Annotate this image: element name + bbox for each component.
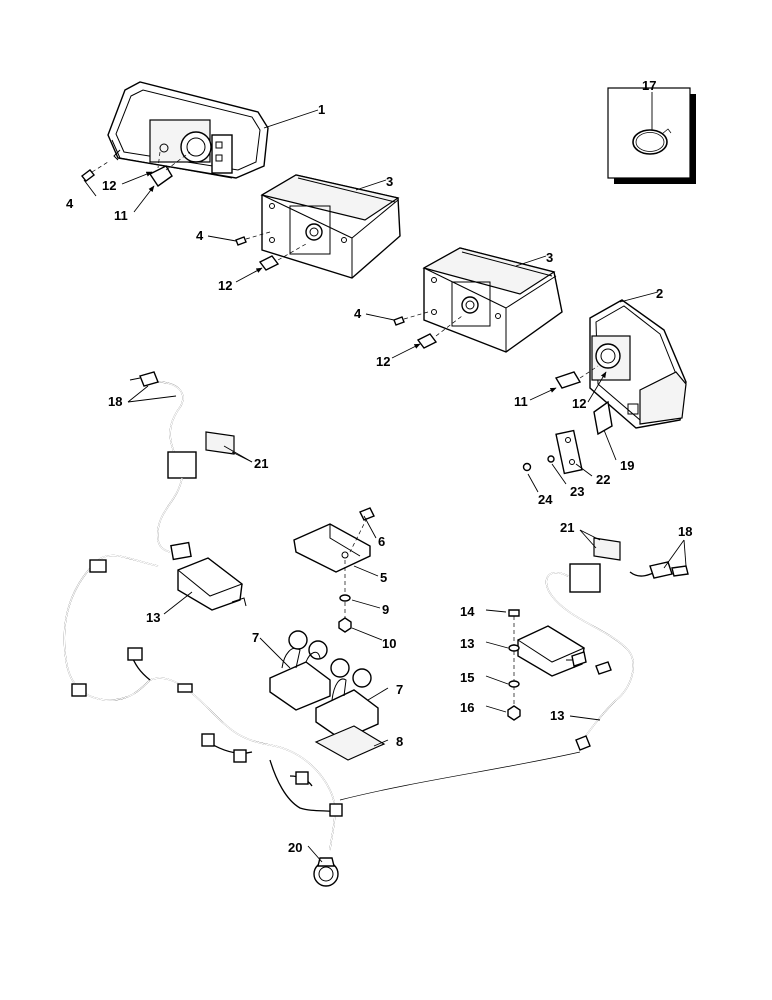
- lamp-housing-3b: [422, 247, 563, 353]
- screw-6: [349, 507, 375, 553]
- callout-11a: 11: [114, 208, 128, 223]
- harness-right: [545, 561, 689, 751]
- callout-22: 22: [596, 472, 610, 487]
- callout-15: 15: [460, 670, 474, 685]
- decal-21a: [205, 431, 235, 455]
- screw-14: [508, 609, 520, 617]
- callout-18b: 18: [678, 524, 692, 539]
- callout-20: 20: [288, 840, 302, 855]
- harness-left: [129, 371, 197, 553]
- washer-15: [508, 680, 520, 688]
- callout-17: 17: [642, 78, 656, 93]
- callout-19: 19: [620, 458, 634, 473]
- callout-7a: 7: [252, 630, 259, 645]
- callout-12d: 12: [572, 396, 586, 411]
- callout-12b: 12: [218, 278, 232, 293]
- mounting-bracket-5: [293, 523, 371, 573]
- callout-21b: 21: [560, 520, 574, 535]
- washer-13: [508, 644, 520, 652]
- callout-5: 5: [380, 570, 387, 585]
- nut-10: [338, 617, 352, 633]
- leader-lines: [83, 109, 687, 863]
- callout-16: 16: [460, 700, 474, 715]
- callout-3a: 3: [386, 174, 393, 189]
- callout-9: 9: [382, 602, 389, 617]
- tail-light-right: [589, 299, 687, 429]
- switch-7b: [315, 658, 379, 741]
- bulb-socket-12b: [258, 243, 307, 271]
- callout-14: 14: [460, 604, 475, 619]
- callout-4a: 4: [66, 196, 74, 211]
- callout-4b: 4: [196, 228, 204, 243]
- bulb-right-11: [554, 365, 599, 389]
- screw-4b: [235, 231, 271, 246]
- main-harness: [63, 554, 343, 887]
- callout-6: 6: [378, 534, 385, 549]
- flasher-unit-left: [170, 541, 247, 611]
- callout-2: 2: [656, 286, 663, 301]
- callout-12c: 12: [376, 354, 390, 369]
- callout-13b: 13: [460, 636, 474, 651]
- callout-21a: 21: [254, 456, 268, 471]
- callout-13a: 13: [146, 610, 160, 625]
- callout-8: 8: [396, 734, 403, 749]
- bulb-socket-left: [148, 143, 191, 187]
- callout-10: 10: [382, 636, 396, 651]
- callout-11b: 11: [514, 394, 528, 409]
- screw-4a: [81, 161, 109, 182]
- callout-18a: 18: [108, 394, 122, 409]
- bracket-19-22: [555, 400, 613, 475]
- lamp-housing-3a: [260, 174, 401, 279]
- callout-12a: 12: [102, 178, 116, 193]
- callout-4c: 4: [354, 306, 362, 321]
- switch-7a: [269, 630, 331, 711]
- tail-light-left: [107, 81, 269, 179]
- screw-4c: [393, 311, 429, 326]
- washer-9: [339, 594, 351, 602]
- decal-21b: [593, 537, 621, 561]
- inset-clamp-detail: [607, 87, 696, 184]
- bulb-socket-12c: [416, 315, 463, 349]
- flasher-unit-right: [517, 625, 587, 677]
- callout-13c: 13: [550, 708, 564, 723]
- callout-3b: 3: [546, 250, 553, 265]
- callout-23: 23: [570, 484, 584, 499]
- callout-7b: 7: [396, 682, 403, 697]
- harness-link-dashed: [339, 751, 581, 801]
- callout-24: 24: [538, 492, 553, 507]
- callout-1: 1: [318, 102, 325, 117]
- callout-labels: 1 17 4 12 11 3 4 12 3 4 12 2 11 12 18 21…: [66, 78, 692, 855]
- pad-8: [314, 725, 386, 761]
- washer-nut-23-24: [522, 455, 555, 472]
- nut-16: [507, 705, 521, 721]
